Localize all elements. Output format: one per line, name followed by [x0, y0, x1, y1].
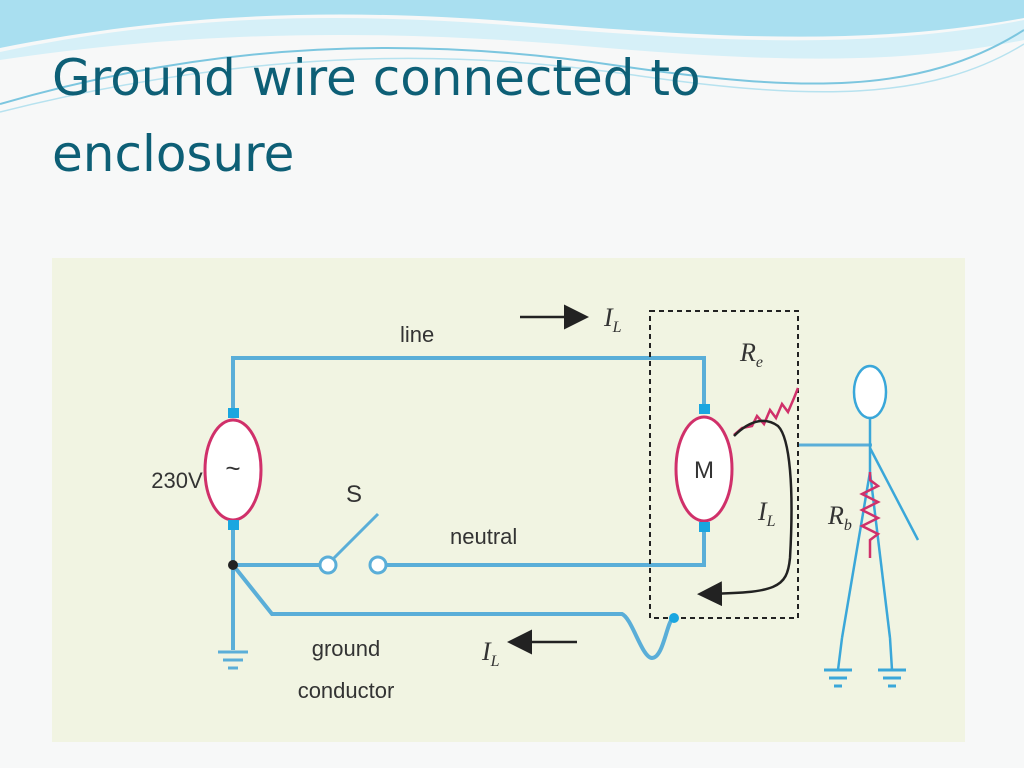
source-voltage-label: 230V [151, 468, 203, 493]
motor-enclosure [649, 310, 799, 619]
ground-current-label: IL [481, 637, 500, 670]
line-current-label: IL [603, 303, 622, 336]
junction-dot [228, 560, 238, 570]
earth-symbol-right-foot [878, 668, 906, 688]
enclosure-resistor [733, 387, 800, 436]
earth-symbol-left-foot [824, 668, 852, 688]
motor [674, 415, 734, 523]
ground-conductor-label-line1: ground [312, 636, 381, 661]
enclosure-ground-node [669, 613, 679, 623]
body-resistance-label: Rb [827, 501, 852, 534]
switch-contact-right [368, 555, 388, 575]
motor-label: M [694, 457, 714, 484]
source-symbol: ~ [225, 453, 240, 483]
fault-current-label: IL [757, 497, 776, 530]
header-swoosh [0, 0, 1024, 48]
neutral-wire-return [385, 528, 706, 567]
ground-conductor-label-line2: conductor [298, 678, 395, 703]
source-terminal-bottom [228, 520, 239, 530]
earth-symbol-source [218, 650, 248, 670]
motor-terminal-bottom [699, 522, 710, 532]
line-label: line [400, 322, 434, 347]
line-wire [231, 356, 706, 418]
header-wave-line-2 [0, 43, 1024, 113]
slide-title: Ground wire connected to enclosure [52, 49, 701, 183]
motor-terminal-top [699, 404, 710, 414]
header-swoosh-light [0, 18, 1024, 60]
switch-contact-left [318, 555, 338, 575]
body-resistor [859, 472, 881, 558]
neutral-label: neutral [450, 524, 517, 549]
right-foot-lead [888, 637, 894, 671]
ground-conductor-wire [231, 563, 676, 661]
enclosure-resistance-label: Re [739, 338, 763, 371]
fault-current-path [697, 419, 793, 607]
source-terminal-top [228, 408, 239, 418]
circuit-diagram: ~ 230V S M Re IL IL line neutral [52, 258, 965, 742]
switch-blade [332, 512, 380, 560]
neutral-wire [231, 524, 321, 567]
switch-label: S [346, 481, 362, 508]
left-foot-lead [836, 637, 844, 671]
header-wave-line [0, 29, 1024, 105]
